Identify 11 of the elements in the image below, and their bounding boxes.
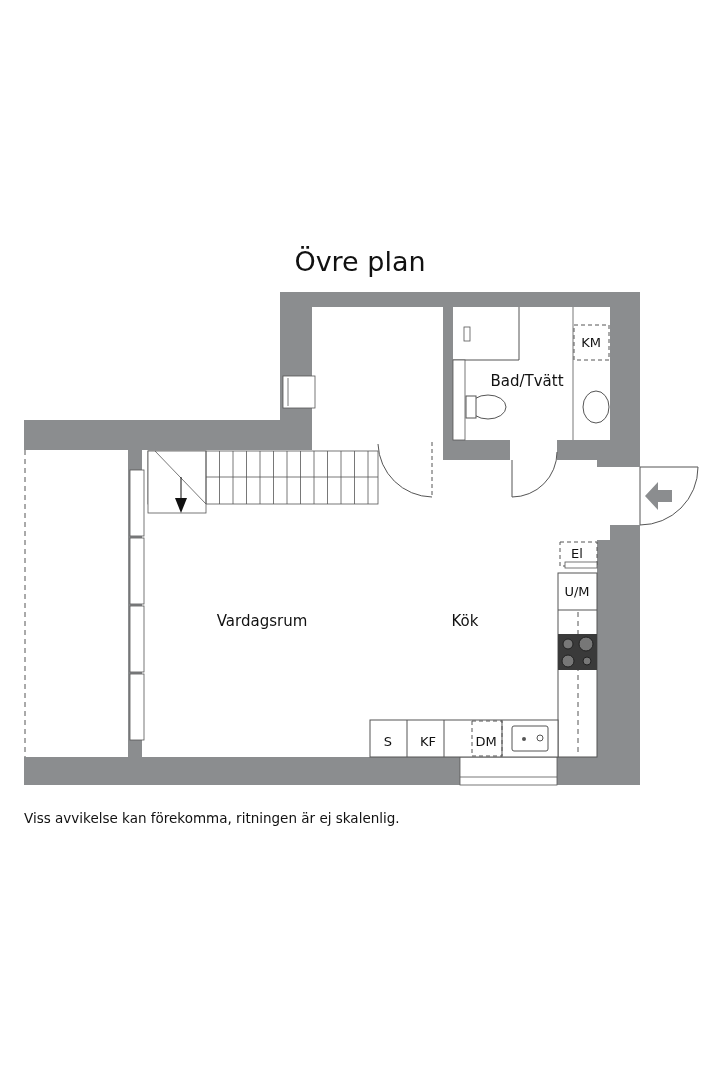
room-label: Kök (451, 613, 479, 629)
appliance-label: KM (581, 335, 601, 349)
appliance-label: El (571, 546, 583, 560)
appliance-label: KF (420, 734, 436, 748)
room-label: Bad/Tvätt (490, 373, 564, 389)
disclaimer-caption: Viss avvikelse kan förekomma, ritningen är ej skalenlig. (24, 810, 400, 826)
plan-title: Övre plan (293, 246, 427, 277)
appliance-label: DM (475, 734, 497, 748)
appliance-label: S (383, 734, 393, 748)
appliance-label: U/M (564, 584, 590, 598)
room-label: Vardagsrum (216, 613, 308, 629)
